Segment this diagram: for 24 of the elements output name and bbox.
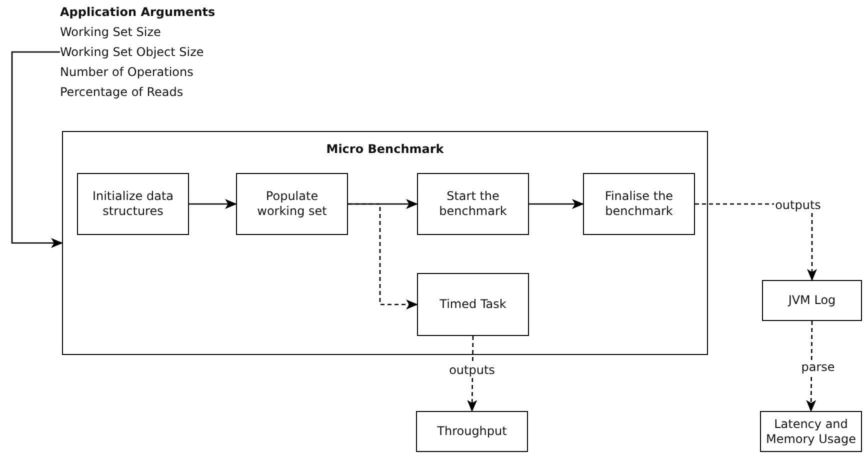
edge-label: outputs — [774, 198, 822, 212]
process-box: Initialize data structures — [77, 173, 189, 235]
dashed-arrow — [348, 203, 418, 310]
process-box: JVM Log — [762, 280, 862, 321]
process-box: Finalise the benchmark — [583, 173, 695, 235]
process-box: Throughput — [416, 411, 528, 452]
container-title: Micro Benchmark — [325, 142, 445, 156]
arrow — [189, 199, 237, 209]
process-box: Latency and Memory Usage — [760, 411, 862, 452]
arrow — [11, 51, 63, 248]
argument-text: Number of Operations — [60, 64, 194, 81]
process-box: Timed Task — [417, 273, 529, 336]
argument-text: Working Set Size — [60, 24, 162, 41]
argument-text: Percentage of Reads — [60, 84, 184, 101]
dashed-arrow — [467, 336, 478, 412]
container-box — [62, 131, 708, 355]
process-box: Populate working set — [236, 173, 348, 235]
edge-label: parse — [800, 360, 836, 374]
process-box: Start the benchmark — [417, 173, 529, 235]
arrow — [529, 199, 584, 209]
argument-text: Working Set Object Size — [60, 44, 205, 61]
edge-label: outputs — [448, 363, 496, 377]
list-heading: Application Arguments — [60, 4, 216, 21]
dashed-arrow — [806, 321, 816, 412]
